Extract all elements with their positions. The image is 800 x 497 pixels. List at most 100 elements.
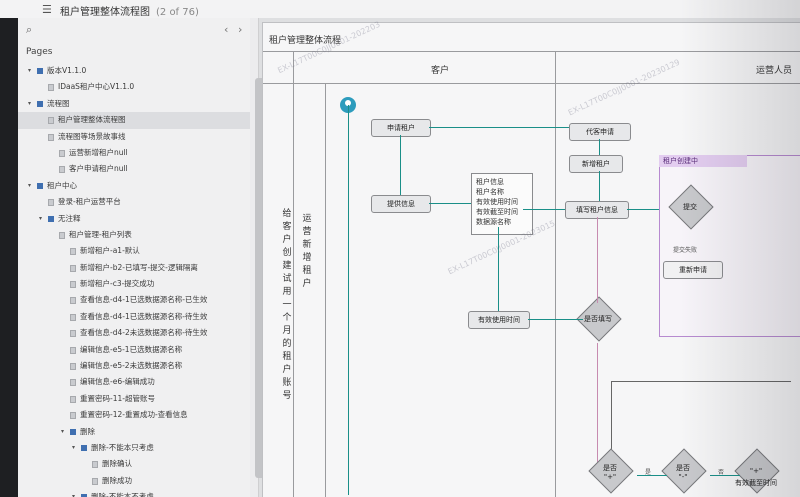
sidebar-page-item[interactable]: 租户管理-租户列表 — [18, 227, 250, 243]
page-icon — [70, 281, 76, 289]
flow-arrow-pink — [597, 217, 598, 303]
pages-label: Pages — [26, 47, 53, 57]
hamburger-menu-icon[interactable]: ☰ — [42, 3, 52, 16]
lane-customer-label: 客户 — [431, 66, 450, 76]
sidebar-page-item[interactable]: 租户管理整体流程图 — [18, 112, 250, 129]
folder-icon — [70, 428, 76, 435]
sidebar-page-item[interactable]: 查看信息-d4-1已选数据源名称-已生效 — [18, 292, 250, 308]
yes-text: 是 — [645, 469, 652, 476]
sidebar-page-item[interactable]: 新增租户-b2-已填写-提交-逻辑隔离 — [18, 260, 250, 276]
sidebar-folder[interactable]: ▾ 删除-不能本不考虑 — [18, 489, 250, 497]
sidebar-page-item[interactable]: 编辑信息-e5-2未选数据源名称 — [18, 358, 250, 374]
filled-decision-label: 是否填写 — [584, 315, 612, 323]
sidebar-folder[interactable]: ▾ 删除-不能本只考虑 — [18, 440, 250, 456]
lane-divider — [293, 51, 294, 497]
no-text: 否 — [718, 469, 725, 476]
sidebar-folder[interactable]: ▾ 删除 — [18, 424, 250, 440]
expand-toggle-icon[interactable]: ▾ — [28, 67, 32, 74]
sidebar-page-item[interactable]: IDaaS租户中心V1.1.0 — [18, 79, 250, 95]
flow-arrow — [498, 227, 499, 311]
flow-arrow — [599, 171, 600, 201]
sidebar-item-label: 编辑信息-e5-1已选数据源名称 — [80, 344, 183, 354]
sidebar-folder[interactable]: ▾流程图 — [18, 96, 250, 112]
page-icon — [48, 133, 54, 141]
sidebar-page-item[interactable]: 重置密码-11-超管账号 — [18, 391, 250, 407]
page-icon — [59, 166, 65, 174]
sidebar-page-item[interactable]: 查看信息-d4-1已选数据源名称-待生效 — [18, 309, 250, 325]
flow-arrow-pink — [597, 343, 598, 473]
page-icon — [48, 84, 54, 92]
sidebar-page-item[interactable]: 客户申请租户null — [18, 161, 250, 177]
expand-toggle-icon[interactable]: ▾ — [61, 427, 65, 435]
sidebar-item-label: 删除-不能本只考虑 — [91, 442, 154, 452]
expand-toggle-icon[interactable]: ▾ — [28, 181, 32, 189]
page-icon — [92, 477, 98, 485]
sidebar-item-label: 版本V1.1.0 — [47, 66, 87, 75]
flow-arrow — [710, 475, 740, 476]
sidebar-page-item[interactable]: 编辑信息-e6-编辑成功 — [18, 374, 250, 390]
canvas-area[interactable]: 租户管理整体流程 客户 运营人员 给客户创建试用一个月的租户账号 运营新增租户 … — [250, 18, 800, 497]
proxy-apply-box[interactable]: 代客申请 — [569, 123, 631, 141]
add-tenant-box[interactable]: 新增租户 — [569, 155, 623, 173]
page-icon — [70, 248, 76, 256]
submit-decision-label: 提交 — [683, 203, 697, 211]
sidebar-item-label: 删除-不能本不考虑 — [91, 492, 154, 497]
apply-tenant-box[interactable]: 申请租户 — [371, 119, 431, 137]
sidebar-folder[interactable]: ▾无注释 — [18, 211, 250, 227]
lane-header-divider — [263, 83, 800, 84]
sidebar-page-item[interactable]: 新增租户-c3-提交成功 — [18, 276, 250, 292]
expand-toggle-icon[interactable]: ▾ — [28, 99, 32, 107]
sidebar-item-label: 租户中心 — [47, 180, 77, 190]
expand-toggle-icon[interactable]: ▾ — [72, 493, 76, 497]
sidebar-page-item[interactable]: 运营新增租户null — [18, 145, 250, 161]
chevron-left-icon[interactable]: ‹ — [224, 23, 229, 36]
provide-info-box[interactable]: 提供信息 — [371, 195, 431, 213]
sidebar-page-item[interactable]: 编辑信息-e5-1已选数据源名称 — [18, 342, 250, 358]
page-icon — [70, 264, 76, 272]
watermark: EX-L17T00C0JJ0001-202203 — [276, 19, 382, 76]
expand-toggle-icon[interactable]: ▾ — [39, 214, 43, 222]
page-title: 租户管理整体流程图 — [60, 7, 150, 18]
sidebar-item-label: 运营新增租户null — [69, 147, 128, 157]
flow-arrow — [637, 475, 667, 476]
folder-icon — [81, 444, 87, 451]
left-note-vertical: 给客户创建试用一个月的租户账号 — [282, 209, 292, 401]
sidebar-item-label: 新增租户-c3-提交成功 — [80, 279, 155, 289]
decision-2-label: 是否 — [676, 464, 690, 472]
sidebar-page-item[interactable]: 重置密码-12-重置成功-查看信息 — [18, 407, 250, 423]
sidebar-item-label: IDaaS租户中心V1.1.0 — [58, 82, 135, 92]
page-icon — [59, 149, 65, 157]
sidebar-item-label: 查看信息-d4-1已选数据源名称-已生效 — [80, 295, 208, 305]
sidebar-page-item[interactable]: 查看信息-d4-2未选数据源名称-待生效 — [18, 325, 250, 341]
sidebar-item-label: 客户申请租户null — [69, 164, 128, 174]
reapply-box[interactable]: 重新申请 — [663, 261, 723, 279]
submit-fail-text: 提交失败 — [673, 247, 698, 254]
folder-icon — [37, 68, 43, 74]
sidebar-folder[interactable]: ▾ 租户中心 — [18, 178, 250, 194]
search-icon[interactable]: ⌕ — [26, 23, 33, 36]
page-icon — [59, 231, 65, 239]
flow-arrow — [528, 319, 583, 320]
page-icon — [70, 313, 76, 321]
sidebar-page-item[interactable]: 登录-租户运营平台 — [18, 194, 250, 210]
expand-toggle-icon[interactable]: ▾ — [72, 443, 76, 451]
valid-time-box[interactable]: 有效使用时间 — [468, 311, 530, 329]
sidebar-page-item[interactable]: 新增租户-a1-默认 — [18, 243, 250, 259]
sidebar-page-item[interactable]: 删除成功 — [18, 473, 250, 489]
sidebar-item-label: 流程图等场景故事线 — [58, 131, 126, 141]
tenant-creating-title: 租户创建中 — [659, 155, 747, 167]
sidebar-page-item[interactable]: 流程图等场景故事线 — [18, 129, 250, 145]
sidebar-folder[interactable]: ▾ 版本V1.1.0 — [18, 63, 250, 79]
flow-arrow — [429, 203, 471, 204]
page-icon — [48, 199, 54, 207]
lane-divider — [555, 51, 556, 497]
scrollbar[interactable] — [255, 78, 265, 478]
page-icon — [70, 395, 76, 403]
sidebar-item-label: 删除 — [80, 426, 95, 436]
chevron-right-icon[interactable]: › — [238, 23, 243, 36]
tenant-info-document: 租户信息 租户名称 有效使用时间 有效截至时间 数据源名称 — [471, 173, 533, 235]
lane-divider — [325, 83, 326, 497]
sidebar-page-item[interactable]: 删除确认 — [18, 456, 250, 472]
